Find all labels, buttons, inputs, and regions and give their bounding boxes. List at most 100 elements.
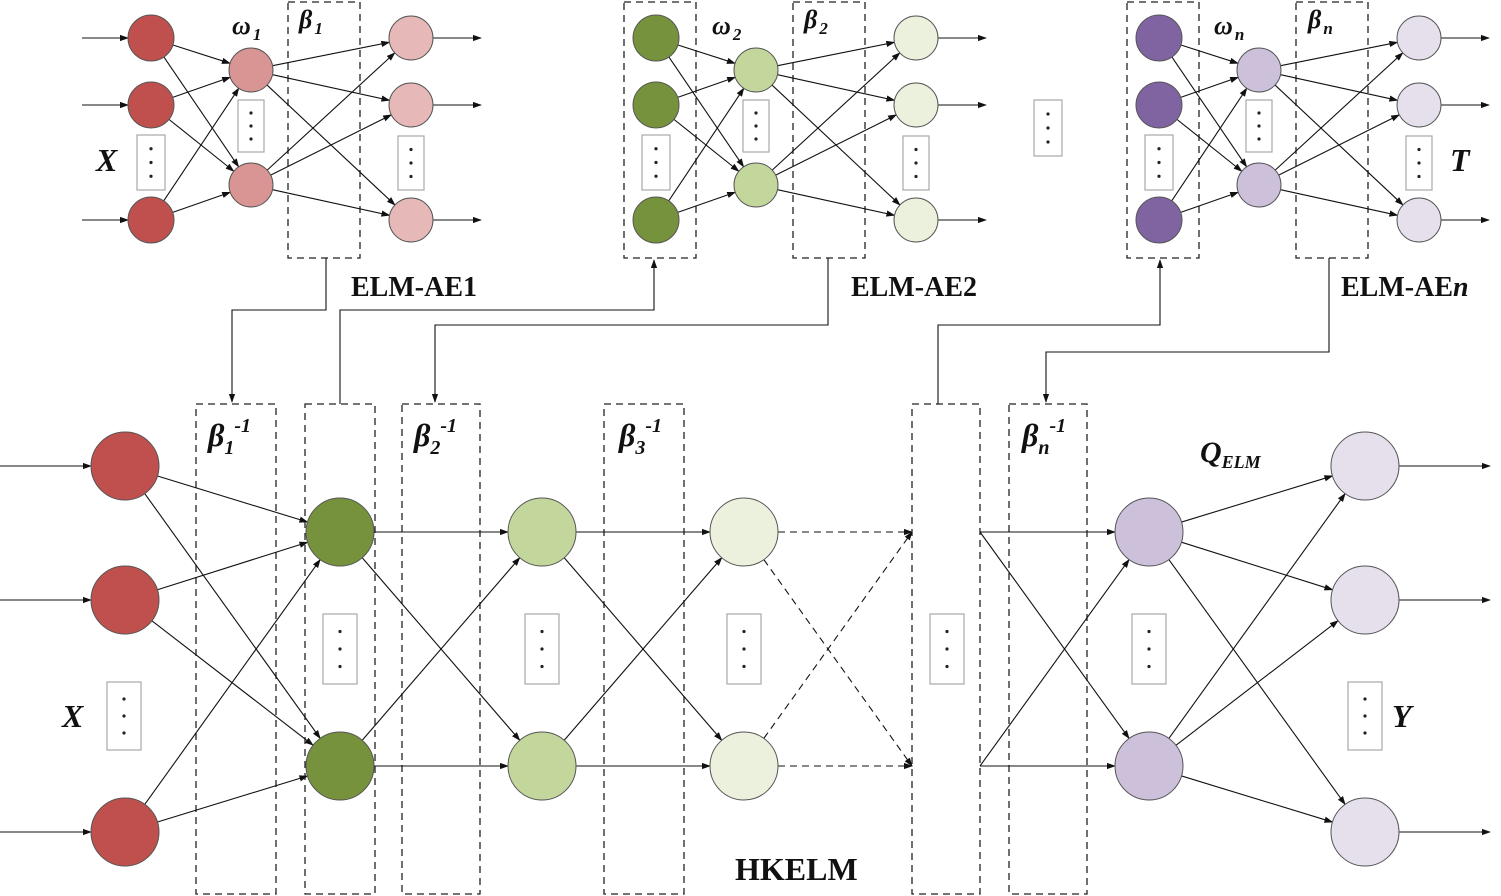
dashed-group-boxes — [195, 1, 1369, 895]
elm-aen-hidden-ellipsis-dot — [1257, 111, 1261, 115]
elm-ae2-hidden-ellipsis-dot — [754, 124, 758, 128]
elm-aen-output-ellipsis-dot — [1417, 161, 1421, 165]
elm-ae2-title: ELM-AE2 — [851, 272, 977, 303]
hkelm-layern-ellipsis-dot — [945, 629, 949, 634]
hkelm-h2-ellipsis-dot — [540, 664, 544, 669]
elm-ae2-input-ellipsis-dot — [654, 147, 658, 151]
hkelm-layern-ellipsis-dot — [945, 664, 949, 669]
hkelm-edge-hidden-output — [1168, 492, 1346, 739]
elm-aen-output-neuron-3 — [1396, 197, 1442, 243]
elm-aen-edge-hidden-out — [1280, 189, 1399, 217]
hkelm-output-ellipsis-dot — [1363, 714, 1367, 718]
elm-aen-output-neuron-2 — [1396, 82, 1442, 128]
elm-aen-hidden-ellipsis-dot — [1257, 137, 1261, 141]
elm-ae2-input-ellipsis-dot — [654, 174, 658, 178]
hkelm-hiddenn-neuron-2 — [1114, 731, 1184, 801]
elm-ae1-hidden-neuron-2 — [228, 162, 274, 208]
elm-aen-input-neuron-2 — [1135, 81, 1183, 129]
hkelm-input-ellipsis — [106, 681, 142, 751]
elm-aen-output-ellipsis-dot — [1417, 174, 1421, 179]
aen-output-t-label: T — [1450, 142, 1471, 178]
elm-ae2-input-ellipsis — [641, 134, 671, 191]
elm-ae2-output-neuron-2 — [893, 82, 939, 128]
elm-aen-beta-group-box — [1295, 1, 1369, 259]
elm-aen-edge-in-hidden — [1171, 87, 1248, 202]
elm-ae2-output-neuron-1 — [893, 15, 939, 61]
between-ae-ellipsis-dot — [1046, 112, 1050, 116]
elm-aen-edge-hidden-out — [1280, 74, 1399, 102]
elm-ae1-output-ellipsis — [397, 135, 425, 191]
elm-ae1-hidden-ellipsis — [237, 99, 265, 153]
hkelm-input-neuron-3 — [90, 797, 160, 867]
link-beta2-to-beta2-inverse — [431, 258, 829, 403]
elm-aen-edge-in-hidden — [1171, 56, 1248, 168]
hkelm-output-ellipsis-dot — [1363, 731, 1367, 735]
hkelm-hidden3-neuron-2 — [709, 731, 779, 801]
hkelm-hidden1-neuron-1 — [305, 497, 375, 567]
hkelm-edge-layern-hidden — [979, 531, 1130, 740]
elm-ae1-output-neuron-2 — [388, 82, 434, 128]
hkelm-h1-ellipsis-dot — [338, 647, 342, 651]
beta-n-inverse-group-box — [1008, 403, 1088, 895]
elm-ae1-input-ellipsis-dot — [149, 160, 153, 165]
hkelm-h2-ellipsis-dot — [540, 629, 544, 634]
hkelm-hiddenn-ellipsis-dot — [1147, 647, 1151, 651]
elm-ae2-edge-in-hidden — [668, 87, 745, 202]
hkelm-hidden2-neuron-2 — [507, 731, 577, 801]
hkelm-layer-n-group-box — [911, 403, 981, 895]
beta-3-inverse-group-box — [603, 403, 685, 895]
elm-ae2-input-ellipsis-dot — [654, 160, 658, 165]
hkelm-output-y-label: Y — [1392, 698, 1414, 734]
hkelm-edge-input-h1 — [144, 493, 321, 740]
elm-aen-edge-in-hidden — [1180, 191, 1240, 213]
elm-ae1-input-neuron-1 — [127, 14, 175, 62]
between-ae-ellipsis-dot — [1046, 140, 1050, 144]
hkelm-h2-ellipsis — [524, 613, 560, 685]
hkelm-h1-ellipsis-dot — [338, 664, 342, 669]
hkelm-edge-hidden-output — [1181, 541, 1334, 591]
elm-aen-output-ellipsis-dot — [1417, 147, 1421, 152]
elm-aen-input-neuron-3 — [1135, 196, 1183, 244]
elm-ae1-hidden-ellipsis-dot — [249, 124, 253, 128]
elm-ae1-edge-in-hidden — [172, 191, 232, 213]
elm-ae1-input-ellipsis — [136, 134, 166, 191]
elm-ae1-edge-hidden-out — [266, 52, 396, 171]
hkelm-edge-hidden-output — [1181, 475, 1334, 523]
hkelm-input-neuron-1 — [90, 431, 160, 501]
elm-aen-input-ellipsis — [1144, 134, 1174, 191]
elm-ae2-edge-in-hidden — [668, 56, 745, 168]
elm-aen-hidden-ellipsis-dot — [1257, 124, 1261, 128]
hkelm-hidden3-neuron-1 — [709, 497, 779, 567]
elm-aen-edge-hidden-out — [1274, 52, 1404, 171]
network-neurons — [90, 14, 1442, 867]
hkelm-edge-layern-hidden — [979, 558, 1130, 767]
hkelm-output-neuron-2 — [1330, 565, 1400, 635]
elm-aen-input-ellipsis-dot — [1157, 160, 1161, 165]
beta-1-inverse-label: β1-1 — [207, 415, 251, 459]
elm-ae1-edge-hidden-out — [270, 114, 393, 176]
elm-ae1-beta-group-box — [287, 1, 361, 259]
q-elm-label: QELM — [1200, 436, 1262, 472]
elm-ae2-hidden-neuron-1 — [733, 47, 779, 93]
hkelm-edge-h2-h3 — [563, 557, 723, 741]
hkelm-h3-ellipsis-dot — [742, 629, 746, 634]
elm-aen-output-neuron-1 — [1396, 15, 1442, 61]
elm-aen-input-ellipsis-dot — [1157, 174, 1161, 178]
elm-ae1-edge-in-hidden — [172, 44, 231, 64]
elm-ae1-edge-in-hidden — [172, 76, 232, 98]
hkelm-edge-hidden-output — [1181, 775, 1334, 823]
hkelm-h1-ellipsis-dot — [338, 629, 342, 634]
hkelm-output-ellipsis — [1347, 681, 1383, 751]
elm-ae1-input-ellipsis-dot — [149, 147, 153, 151]
hkelm-h2-ellipsis-dot — [540, 647, 544, 651]
elm-ae1-edge-hidden-out — [272, 189, 391, 217]
elm-ae1-hidden-ellipsis-dot — [249, 137, 253, 141]
hkelm-title: HKELM — [735, 851, 858, 887]
hkelm-input-x-label: X — [61, 698, 84, 734]
elm-aen-edge-in-hidden — [1180, 44, 1239, 64]
